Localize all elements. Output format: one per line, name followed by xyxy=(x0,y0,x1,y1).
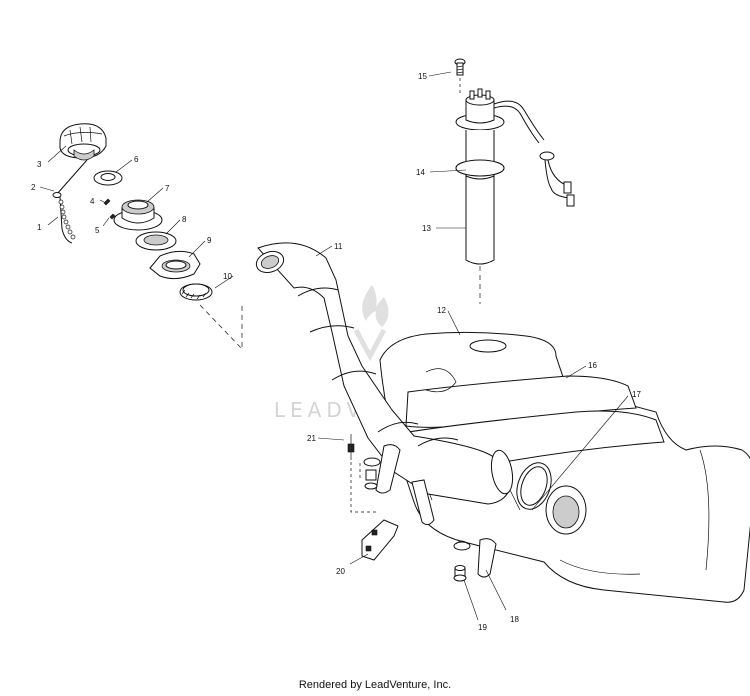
screw-5 xyxy=(109,213,116,220)
callout-13: 13 xyxy=(422,224,431,233)
lock-ring xyxy=(149,250,201,280)
callout-12: 12 xyxy=(437,306,446,315)
filler-neck xyxy=(113,199,163,231)
callout-7: 7 xyxy=(165,184,170,193)
callout-3: 3 xyxy=(37,160,42,169)
fuel-sender-assembly xyxy=(454,58,575,304)
callout-20: 20 xyxy=(336,567,345,576)
callout-15: 15 xyxy=(418,72,427,81)
callout-14: 14 xyxy=(416,168,425,177)
callout-11: 11 xyxy=(334,242,343,251)
callout-17: 17 xyxy=(632,390,641,399)
callout-labels: 3 2 1 4 5 6 7 8 9 10 11 12 13 14 15 16 1… xyxy=(31,72,641,632)
callout-16: 16 xyxy=(588,361,597,370)
cap-tether xyxy=(52,159,88,244)
callout-6: 6 xyxy=(134,155,139,164)
callout-2: 2 xyxy=(31,183,36,192)
callout-10: 10 xyxy=(223,272,232,281)
callout-1: 1 xyxy=(37,223,42,232)
tank-mounts xyxy=(347,434,497,582)
hose-clamp-10 xyxy=(179,283,213,301)
callout-18: 18 xyxy=(510,615,519,624)
callout-9: 9 xyxy=(207,236,212,245)
callout-4: 4 xyxy=(90,197,95,206)
callout-19: 19 xyxy=(478,623,487,632)
fuel-cap-assembly xyxy=(52,123,243,350)
leader-lines xyxy=(39,71,629,621)
gasket xyxy=(93,170,123,186)
neck-gasket xyxy=(135,231,177,251)
footer-credit: Rendered by LeadVenture, Inc. xyxy=(298,679,452,691)
callout-5: 5 xyxy=(95,226,100,235)
fuel-cap xyxy=(59,123,107,161)
screw-4 xyxy=(103,198,111,206)
sender-screw xyxy=(454,58,466,76)
callout-8: 8 xyxy=(182,215,187,224)
callout-21: 21 xyxy=(307,434,316,443)
